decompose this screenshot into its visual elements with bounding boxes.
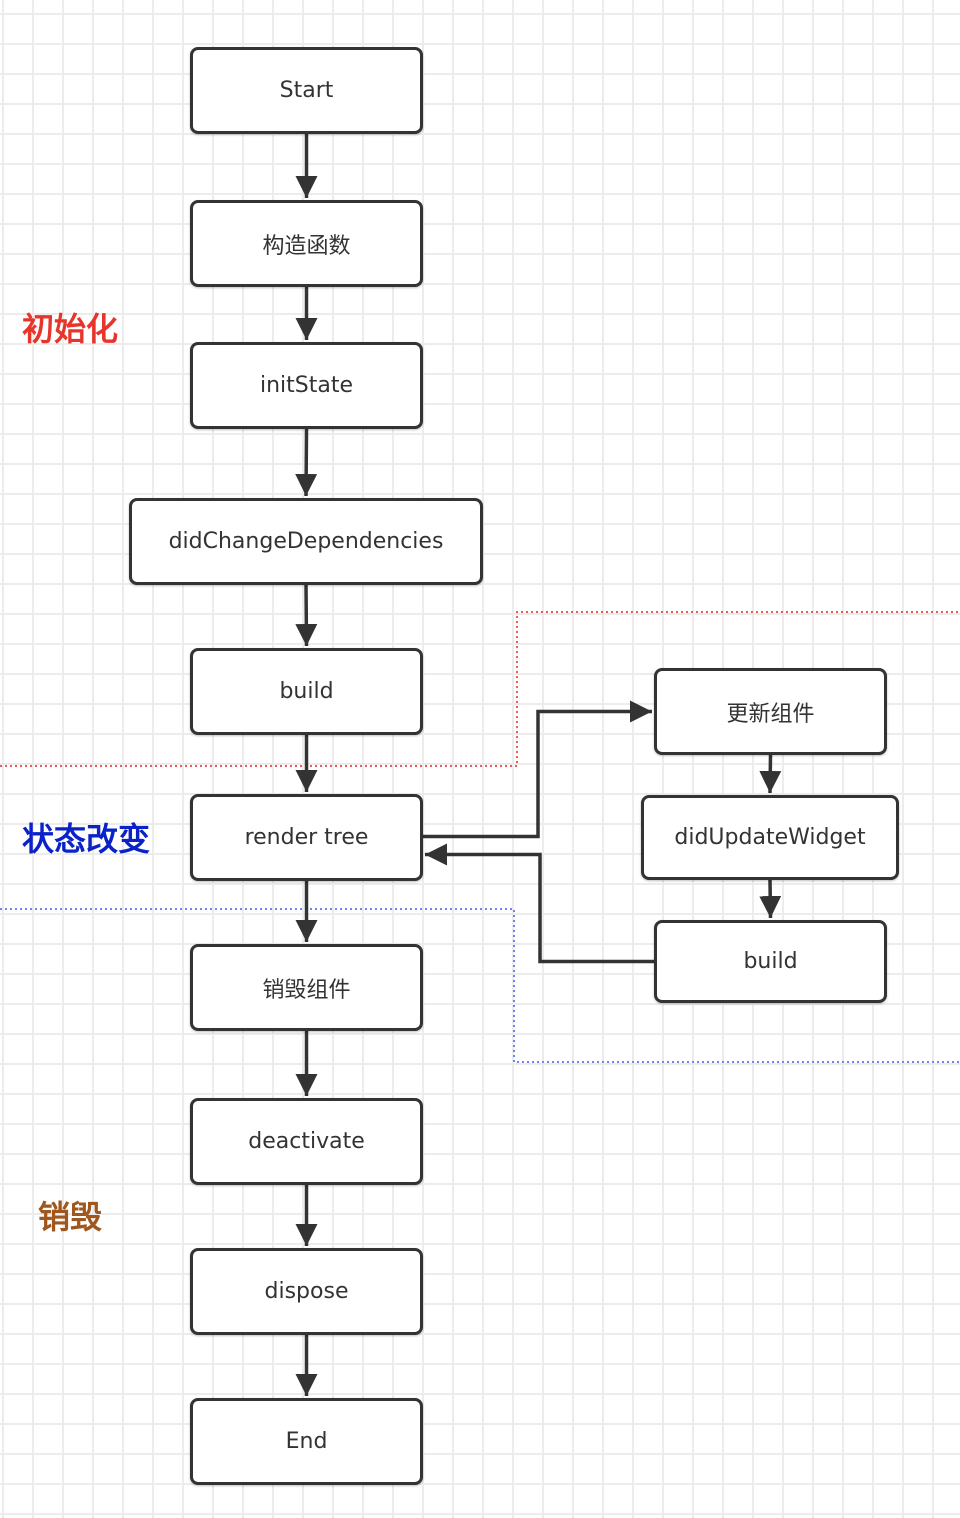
node-label: 构造函数 (262, 233, 351, 259)
edge-did-update-widget-to-update-build (759, 879, 782, 919)
node-destroy-widget[interactable]: 销毁组件 (190, 944, 423, 1031)
node-label: Start (279, 78, 334, 103)
node-label: initState (259, 373, 354, 398)
node-label: 销毁组件 (262, 977, 351, 1003)
node-render-tree[interactable]: render tree (190, 794, 423, 881)
node-label: 更新组件 (726, 701, 815, 727)
node-did-change-dependencies[interactable]: didChangeDependencies (129, 498, 483, 585)
node-update-build[interactable]: build (654, 920, 887, 1003)
edge-render-tree-to-update-widget (423, 700, 652, 839)
phase-label-state-change: 状态改变 (22, 820, 151, 858)
node-label: render tree (244, 825, 369, 850)
node-init-state[interactable]: initState (190, 342, 423, 429)
node-did-update-widget[interactable]: didUpdateWidget (641, 795, 899, 880)
node-label: didChangeDependencies (168, 529, 444, 554)
node-build[interactable]: build (190, 648, 423, 735)
node-deactivate[interactable]: deactivate (190, 1098, 423, 1185)
edge-update-build-to-render-tree (425, 843, 654, 964)
node-start[interactable]: Start (190, 47, 423, 134)
edge-update-widget-to-did-update-widget (759, 754, 782, 794)
node-update-widget[interactable]: 更新组件 (654, 668, 887, 755)
node-end[interactable]: End (190, 1398, 423, 1485)
node-label: build (279, 679, 334, 704)
node-label: build (743, 949, 798, 974)
edge-init-state-to-did-change-dependencies (295, 428, 318, 497)
node-label: deactivate (248, 1129, 365, 1154)
node-label: didUpdateWidget (674, 825, 866, 850)
node-constructor[interactable]: 构造函数 (190, 200, 423, 287)
node-label: End (285, 1429, 328, 1454)
edge-did-change-dependencies-to-build (295, 584, 318, 647)
phase-label-destroy: 销毁 (38, 1198, 103, 1236)
phase-label-init: 初始化 (22, 310, 119, 348)
state-change-region-boundary (0, 908, 960, 1063)
node-label: dispose (264, 1279, 349, 1304)
node-dispose[interactable]: dispose (190, 1248, 423, 1335)
